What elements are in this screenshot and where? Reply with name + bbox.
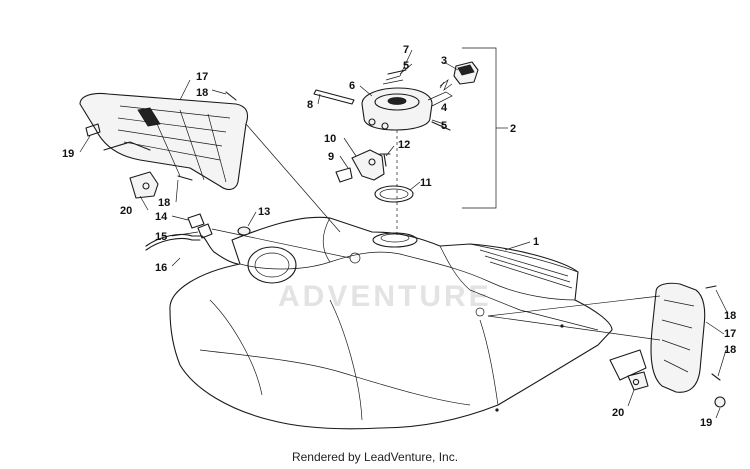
callout-5-lower: 5 (441, 120, 447, 132)
callout-18-left-top: 18 (196, 87, 208, 99)
left-side-panel (79, 91, 249, 199)
callout-7: 7 (403, 44, 409, 56)
fuel-cap-assembly (313, 47, 497, 236)
callout-16: 16 (155, 262, 167, 274)
fuel-hose-fittings (145, 213, 351, 265)
callout-8: 8 (307, 99, 313, 111)
callout-3: 3 (441, 55, 447, 67)
callout-1: 1 (533, 236, 539, 248)
right-side-panel (487, 282, 726, 408)
callout-17-right: 17 (724, 328, 736, 340)
callout-11: 11 (420, 177, 432, 189)
callout-leaders (79, 49, 729, 419)
callout-6: 6 (349, 80, 355, 92)
callout-18-right-top: 18 (724, 310, 736, 322)
callout-9: 9 (328, 151, 334, 163)
fuel-tank (169, 216, 613, 430)
render-credit: Rendered by LeadVenture, Inc. (291, 450, 459, 464)
callout-17-left: 17 (196, 71, 208, 83)
callout-19-left: 19 (62, 148, 74, 160)
callout-15: 15 (155, 231, 167, 243)
callout-14: 14 (155, 211, 168, 223)
callout-4: 4 (441, 102, 448, 114)
callout-18-left-bottom: 18 (158, 197, 170, 209)
callout-10: 10 (324, 133, 336, 145)
callout-20-left: 20 (120, 205, 132, 217)
callout-2: 2 (510, 123, 516, 135)
callout-13: 13 (258, 206, 270, 218)
callout-labels: 1 2 3 4 5 5 6 7 8 9 10 11 12 13 14 15 16… (62, 44, 736, 429)
callout-12: 12 (398, 139, 410, 151)
callout-18-right-bottom: 18 (724, 344, 736, 356)
callout-5-upper: 5 (403, 60, 409, 72)
watermark-text: ADVENTURE (278, 280, 492, 313)
callout-20-right: 20 (612, 407, 624, 419)
callout-19-right: 19 (700, 417, 712, 429)
